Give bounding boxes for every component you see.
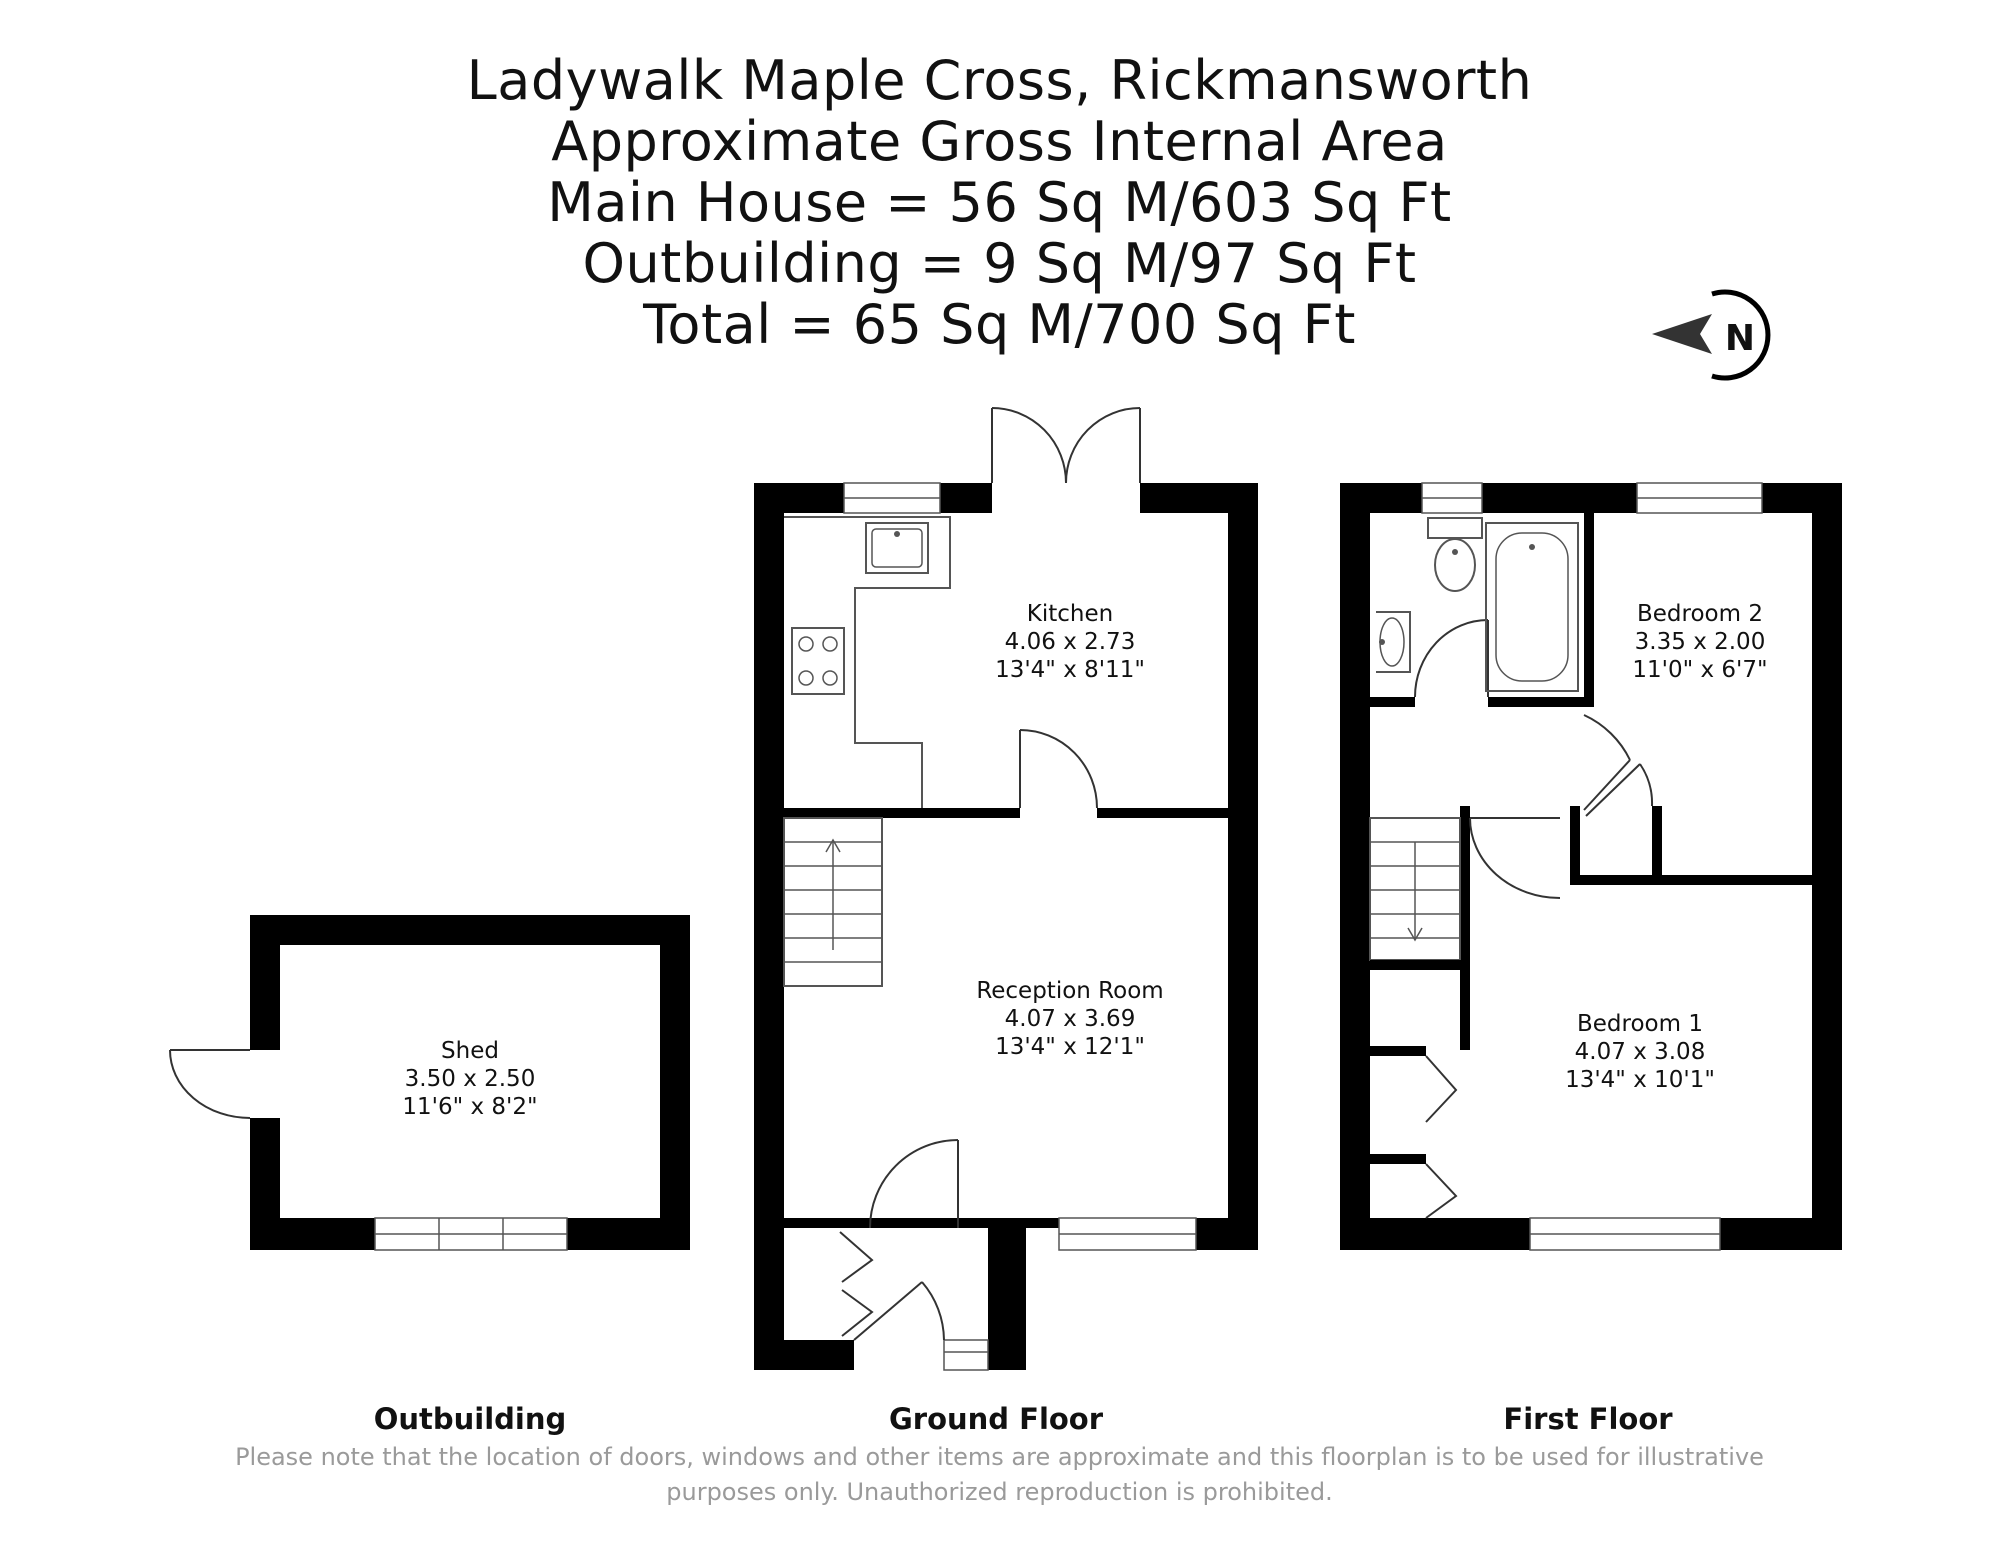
shed-wall-right	[660, 915, 690, 1250]
shed-wall-left-upper	[250, 915, 280, 1050]
bedroom2-wall-bottom	[1570, 875, 1812, 885]
first-floor-label: First Floor	[1503, 1402, 1673, 1436]
north-arrow-icon: N	[1652, 289, 1771, 381]
front-door	[853, 1281, 945, 1341]
porch-door	[869, 1139, 959, 1229]
shed-window	[374, 1217, 568, 1251]
ff-wall-right	[1812, 483, 1842, 1250]
basin-icon	[1376, 611, 1411, 673]
bedroom1-metric: 4.07 x 3.08	[1575, 1039, 1706, 1065]
first-floor-plan: Bedroom 2 3.35 x 2.00 11'0" x 6'7" Bedro…	[1340, 482, 1842, 1251]
shed-name: Shed	[441, 1038, 499, 1064]
gf-wall-top-mid	[940, 483, 992, 513]
bedroom2-wall-left	[1584, 513, 1594, 703]
reception-imperial: 13'4" x 12'1"	[995, 1034, 1145, 1060]
kitchen-imperial: 13'4" x 8'11"	[995, 657, 1145, 683]
cupboard-door	[1585, 763, 1654, 817]
wardrobe-doors	[1425, 1055, 1458, 1219]
total-area: Total = 65 Sq M/700 Sq Ft	[643, 293, 1356, 356]
bedroom2-wall-stub	[1570, 806, 1580, 885]
shed-door	[169, 1049, 251, 1119]
kitchen-window	[843, 482, 941, 514]
stair-wall-bottom	[1370, 960, 1470, 970]
kitchen-door	[1019, 729, 1098, 809]
shed-wall-top	[250, 915, 690, 945]
bathroom-door	[1414, 619, 1489, 698]
disclaimer: Please note that the location of doors, …	[0, 1440, 1999, 1510]
first-floor-stairs	[1369, 817, 1461, 961]
bedroom2-window	[1636, 482, 1763, 514]
french-doors	[991, 407, 1141, 484]
bedroom2-metric: 3.35 x 2.00	[1635, 629, 1766, 655]
landing-door	[1469, 817, 1561, 899]
porch-wall-right	[988, 1228, 1026, 1370]
reception-wall-bottom-right	[1196, 1218, 1258, 1250]
kitchen-metric: 4.06 x 2.73	[1005, 629, 1136, 655]
outbuilding-label: Outbuilding	[373, 1402, 567, 1436]
outbuilding-area: Outbuilding = 9 Sq M/97 Sq Ft	[582, 232, 1417, 295]
wardrobe-divider-1	[1370, 1046, 1426, 1056]
shed-imperial: 11'6" x 8'2"	[402, 1094, 537, 1120]
reception-name: Reception Room	[976, 978, 1163, 1004]
toilet-icon	[1427, 517, 1483, 592]
landing-wall	[1460, 806, 1470, 966]
gf-wall-right	[1228, 483, 1258, 1250]
bedroom1-imperial: 13'4" x 10'1"	[1565, 1067, 1715, 1093]
bedroom2-name: Bedroom 2	[1637, 601, 1763, 627]
porch-cupboard-doors	[839, 1231, 874, 1337]
hob-icon	[791, 627, 845, 695]
disclaimer-line-2: purposes only. Unauthorized reproduction…	[666, 1478, 1333, 1506]
bathroom-wall-bottom-left	[1370, 697, 1415, 707]
reception-metric: 4.07 x 3.69	[1005, 1006, 1136, 1032]
compass-letter: N	[1725, 318, 1755, 359]
wardrobe-wall	[1460, 970, 1470, 1050]
kitchen-name: Kitchen	[1027, 601, 1113, 627]
bedroom2-door	[1583, 714, 1631, 811]
ground-floor-stairs	[783, 817, 883, 987]
ff-wall-bottom-left	[1340, 1218, 1530, 1250]
bedroom1-window	[1529, 1217, 1721, 1251]
shed-wall-bottom-left	[250, 1218, 375, 1250]
landing-cupboard-wall	[1652, 806, 1662, 885]
reception-wall-bottom-left	[754, 1218, 1059, 1228]
bathroom-wall-bottom-right	[1488, 697, 1584, 707]
main-house-area: Main House = 56 Sq M/603 Sq Ft	[547, 171, 1452, 234]
ff-wall-bottom-right	[1720, 1218, 1842, 1250]
sink-icon	[865, 522, 929, 574]
ground-floor-plan: Kitchen 4.06 x 2.73 13'4" x 8'11" Recept…	[754, 407, 1258, 1371]
front-door-step	[943, 1339, 989, 1371]
property-address: Ladywalk Maple Cross, Rickmansworth	[466, 49, 1533, 112]
gf-wall-left	[754, 483, 784, 1370]
reception-window	[1058, 1217, 1197, 1251]
disclaimer-line-1: Please note that the location of doors, …	[235, 1443, 1764, 1471]
bedroom2-imperial: 11'0" x 6'7"	[1632, 657, 1767, 683]
shed-wall-bottom-right	[567, 1218, 690, 1250]
outbuilding-plan: Shed 3.50 x 2.50 11'6" x 8'2"	[169, 915, 690, 1251]
kitchen-worktop	[784, 516, 951, 808]
wardrobe-divider-2	[1370, 1154, 1426, 1164]
porch-wall-bottom	[754, 1340, 854, 1370]
bath-icon	[1485, 522, 1579, 692]
shed-metric: 3.50 x 2.50	[405, 1066, 536, 1092]
ground-floor-label: Ground Floor	[888, 1402, 1104, 1436]
bedroom1-name: Bedroom 1	[1577, 1011, 1703, 1037]
ff-wall-left	[1340, 483, 1370, 1250]
kitchen-partition-right	[1097, 808, 1228, 818]
plan-header: Ladywalk Maple Cross, Rickmansworth Appr…	[0, 50, 1999, 355]
kitchen-partition-left	[784, 808, 1020, 818]
area-heading: Approximate Gross Internal Area	[551, 110, 1448, 173]
bathroom-window	[1421, 482, 1483, 514]
ff-wall-top-mid	[1482, 483, 1637, 513]
